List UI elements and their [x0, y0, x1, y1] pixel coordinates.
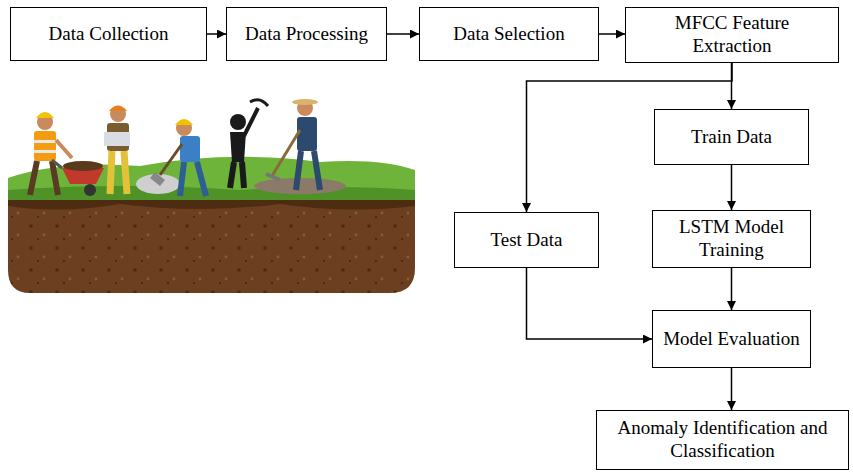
process-box: Data Collection	[10, 7, 207, 61]
box-label: LSTM Model Training	[653, 212, 810, 266]
wheelbarrow	[52, 160, 104, 196]
process-box: Model Evaluation	[652, 310, 811, 368]
flow-arrow	[527, 268, 653, 339]
grass	[8, 157, 415, 200]
process-box: LSTM Model Training	[652, 210, 811, 268]
box-label: MFCC Feature Extraction	[626, 8, 838, 62]
process-box: MFCC Feature Extraction	[625, 7, 839, 63]
worker-vest	[30, 112, 72, 195]
flow-arrow	[387, 33, 419, 35]
soil-texture	[8, 196, 415, 293]
process-box: Data Processing	[226, 7, 387, 61]
flow-arrow	[731, 268, 733, 310]
box-label: Model Evaluation	[655, 324, 808, 355]
process-box: Data Selection	[419, 7, 599, 61]
flow-arrow	[731, 165, 733, 210]
worker-pickaxe	[230, 100, 268, 188]
flow-arrow	[599, 33, 625, 35]
box-label: Data Processing	[237, 19, 376, 50]
flow-arrow	[731, 368, 733, 410]
worker-shovel	[136, 119, 206, 196]
process-box: Train Data	[654, 109, 809, 165]
box-label: Data Selection	[445, 19, 572, 50]
process-box: Anomaly Identification and Classificatio…	[596, 410, 849, 470]
soil	[8, 196, 415, 293]
box-label: Anomaly Identification and Classificatio…	[597, 413, 848, 467]
worker-hoe	[254, 99, 346, 194]
flow-arrow	[207, 33, 226, 35]
process-box: Test Data	[454, 212, 599, 268]
box-label: Train Data	[683, 122, 780, 153]
grass-shade	[8, 186, 415, 200]
box-label: Test Data	[482, 225, 570, 256]
box-label: Data Collection	[41, 19, 177, 50]
worker-laptop	[104, 106, 130, 195]
